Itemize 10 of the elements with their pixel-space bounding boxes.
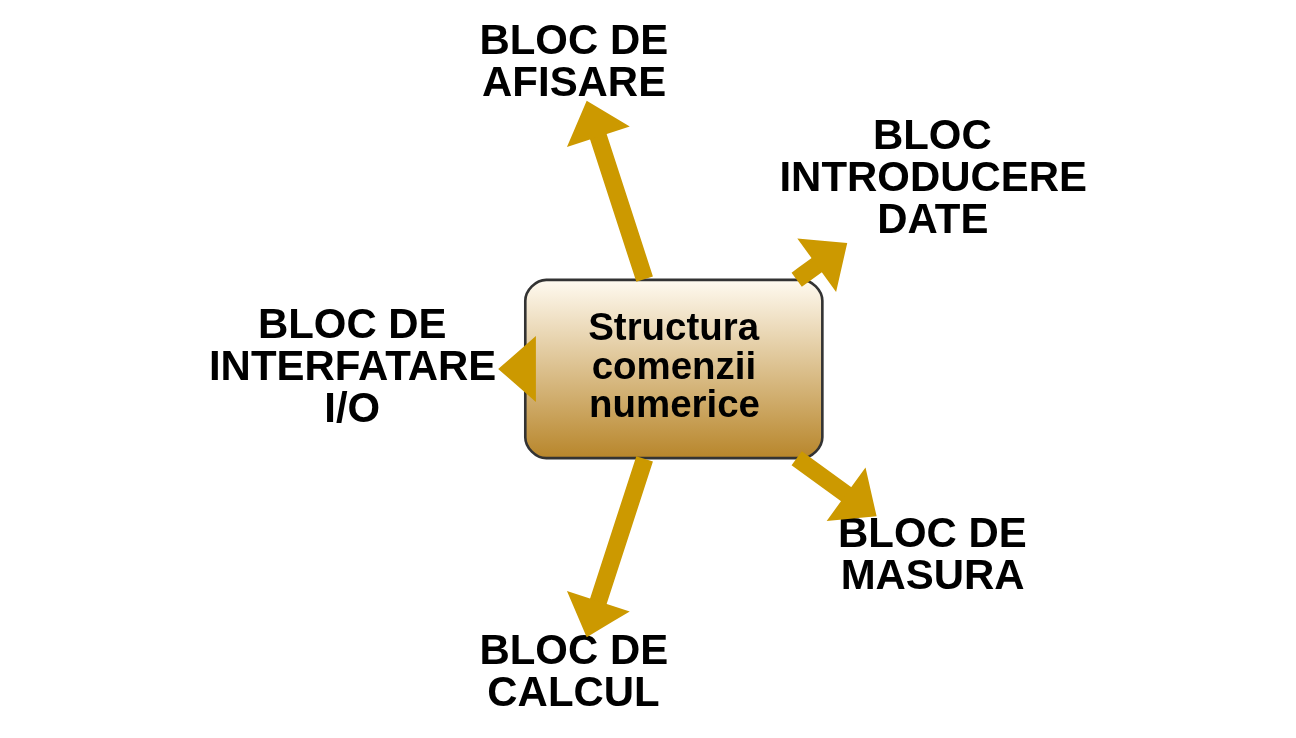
node-text: BLOC DE MASURA [838, 509, 1027, 599]
node-text: BLOC DE AFISARE [479, 15, 669, 105]
node-text: BLOC DE CALCUL [479, 625, 669, 715]
arrow [498, 336, 536, 402]
arrow [791, 238, 848, 292]
arrow [566, 100, 653, 282]
arrow [791, 451, 877, 521]
node-text: BLOC INTRODUCERE DATE [779, 111, 1087, 243]
node-text: BLOC DE INTERFATARE I/O [208, 299, 497, 431]
arrow [566, 456, 653, 638]
